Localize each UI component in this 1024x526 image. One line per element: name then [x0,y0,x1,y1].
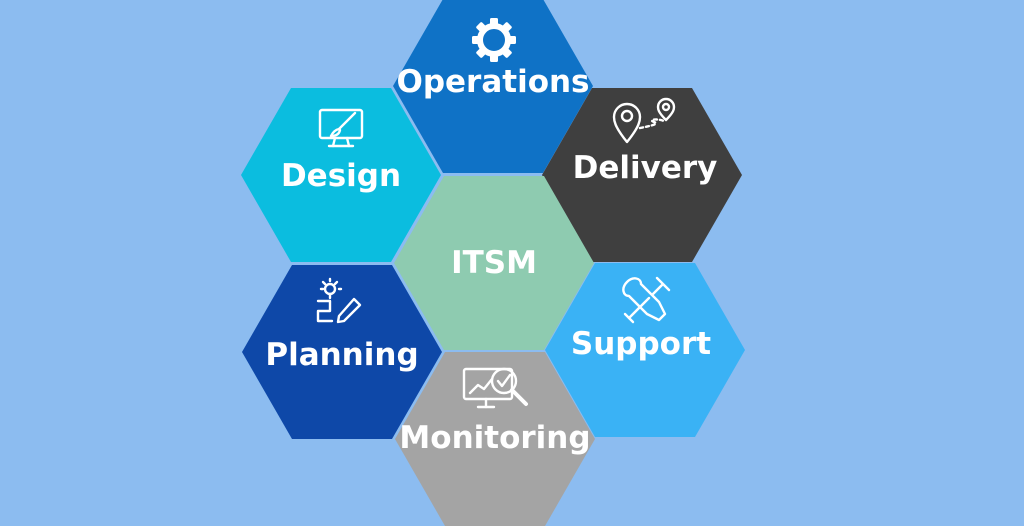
hex-delivery: Delivery [542,88,742,262]
label-support: Support [571,326,711,362]
hex-center-shape [394,176,594,350]
hex-operations-shape [393,0,593,173]
hex-operations: Operations [393,0,593,173]
hex-itsm-center: ITSM [394,176,594,350]
label-planning: Planning [265,337,418,373]
hex-delivery-shape [542,88,742,262]
hex-monitoring-shape [395,352,595,526]
location-route-icon [612,97,676,144]
hex-support-shape [545,263,745,437]
idea-plan-pencil-icon [316,277,362,324]
hex-monitoring: Monitoring [395,352,595,526]
tools-icon [622,276,671,324]
label-design: Design [281,158,401,194]
hex-design-shape [241,88,441,262]
monitor-brush-icon [318,108,364,148]
label-itsm: ITSM [451,245,537,281]
hex-planning-shape [242,265,442,439]
hex-planning: Planning [242,265,442,439]
label-monitoring: Monitoring [399,420,590,456]
label-operations: Operations [396,64,589,100]
hex-design: Design [241,88,441,262]
hex-support: Support [545,263,745,437]
label-delivery: Delivery [573,150,718,186]
analytics-monitor-icon [462,367,528,409]
gear-icon [472,18,516,62]
